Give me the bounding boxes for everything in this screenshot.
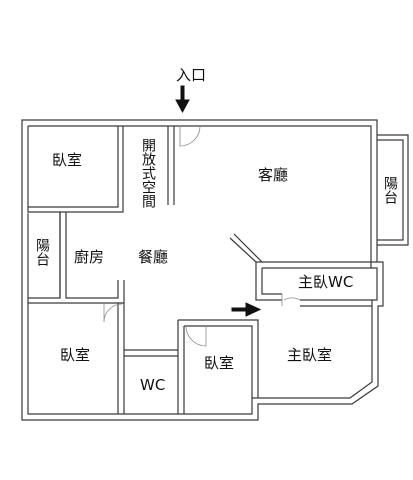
master-bedroom-arrow-icon: [231, 302, 262, 317]
wc-label: WC: [140, 376, 165, 394]
bedroom-bottom-middle-label: 臥室: [204, 354, 234, 372]
kitchen-label: 廚房: [74, 248, 104, 266]
master-bedroom-label: 主臥室: [287, 346, 332, 364]
bedroom-bottom-left-label: 臥室: [60, 346, 90, 364]
master-wc-label: 主臥WC: [298, 273, 353, 291]
bedroom-top-left-label: 臥室: [52, 151, 82, 169]
open-study-label: 開放式空間: [140, 138, 156, 209]
interior-walls: [28, 126, 377, 414]
balcony-right-walls: [377, 134, 409, 246]
living-room-label: 客廳: [258, 166, 288, 184]
balcony-left-label: 陽台: [34, 238, 50, 266]
balcony-right-label: 陽台: [382, 176, 398, 204]
entrance-arrow-icon: [175, 85, 190, 114]
outer-walls: [21, 119, 384, 421]
dining-room-label: 餐廳: [138, 248, 168, 266]
door-swings: [27, 125, 301, 347]
entrance-label: 入口: [176, 66, 206, 84]
